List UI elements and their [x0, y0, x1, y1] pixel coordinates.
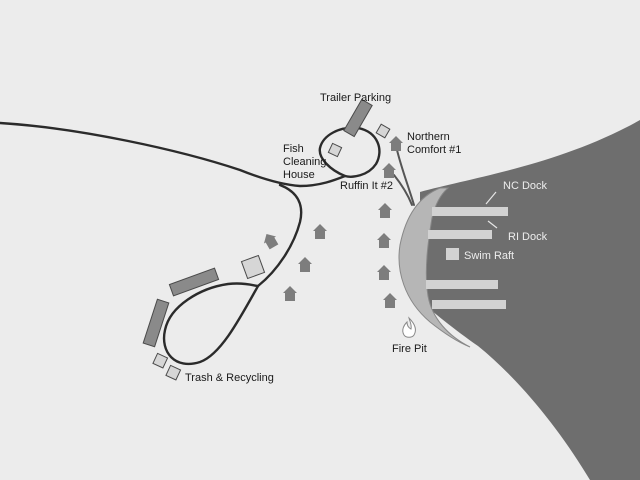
northern-comfort-label: Northern Comfort #1 — [407, 131, 461, 156]
house-icon[interactable] — [382, 163, 396, 178]
ri-dock[interactable] — [428, 230, 492, 239]
dock-3[interactable] — [426, 280, 498, 289]
main-road — [0, 121, 347, 188]
fish-cleaning-label: Fish Cleaning House — [283, 143, 329, 181]
house-icon[interactable] — [377, 265, 391, 280]
swim-raft-label: Swim Raft — [464, 250, 514, 262]
trailer-parking-shed — [375, 123, 391, 139]
trash-recycling-label: Trash & Recycling — [185, 372, 274, 384]
ri-dock-label: RI Dock — [508, 231, 548, 243]
house-icon[interactable] — [260, 230, 280, 250]
fish-cleaning-label-line3: House — [283, 169, 315, 181]
dock-4[interactable] — [432, 300, 506, 309]
northern-comfort-label-line1: Northern — [407, 131, 450, 143]
trash-building-long — [168, 267, 220, 297]
fish-cleaning-label-line2: Cleaning — [283, 156, 326, 168]
beach — [398, 187, 471, 348]
northern-comfort-label-line2: Comfort #1 — [407, 144, 461, 156]
trash-shed-large — [240, 254, 266, 280]
trailer-parking-building — [343, 98, 373, 138]
house-icon[interactable] — [377, 233, 391, 248]
trailer-parking-label: Trailer Parking — [320, 92, 391, 104]
swim-raft[interactable] — [446, 248, 459, 260]
southwest-loop — [162, 282, 260, 365]
fire-icon[interactable] — [402, 316, 416, 338]
trash-bin-1 — [152, 352, 169, 369]
path-to-northern-comfort — [396, 149, 415, 206]
recycling-building — [142, 298, 170, 348]
ruffin-it-label: Ruffin It #2 — [340, 180, 393, 192]
house-icon[interactable] — [313, 224, 327, 239]
fish-cleaning-label-line1: Fish — [283, 143, 304, 155]
fish-cleaning-house — [327, 142, 343, 158]
nc-dock[interactable] — [432, 207, 508, 216]
trash-bin-2 — [165, 364, 182, 381]
ri-dock-leader — [487, 220, 498, 229]
house-icon[interactable] — [389, 136, 403, 151]
fire-pit-label: Fire Pit — [392, 343, 427, 355]
access-road — [256, 183, 303, 288]
nc-dock-label: NC Dock — [503, 180, 548, 192]
house-icon[interactable] — [283, 286, 297, 301]
nc-dock-leader — [485, 191, 497, 205]
house-icon[interactable] — [298, 257, 312, 272]
house-icon[interactable] — [378, 203, 392, 218]
house-icon[interactable] — [383, 293, 397, 308]
path-to-ruffin-it — [393, 174, 413, 206]
